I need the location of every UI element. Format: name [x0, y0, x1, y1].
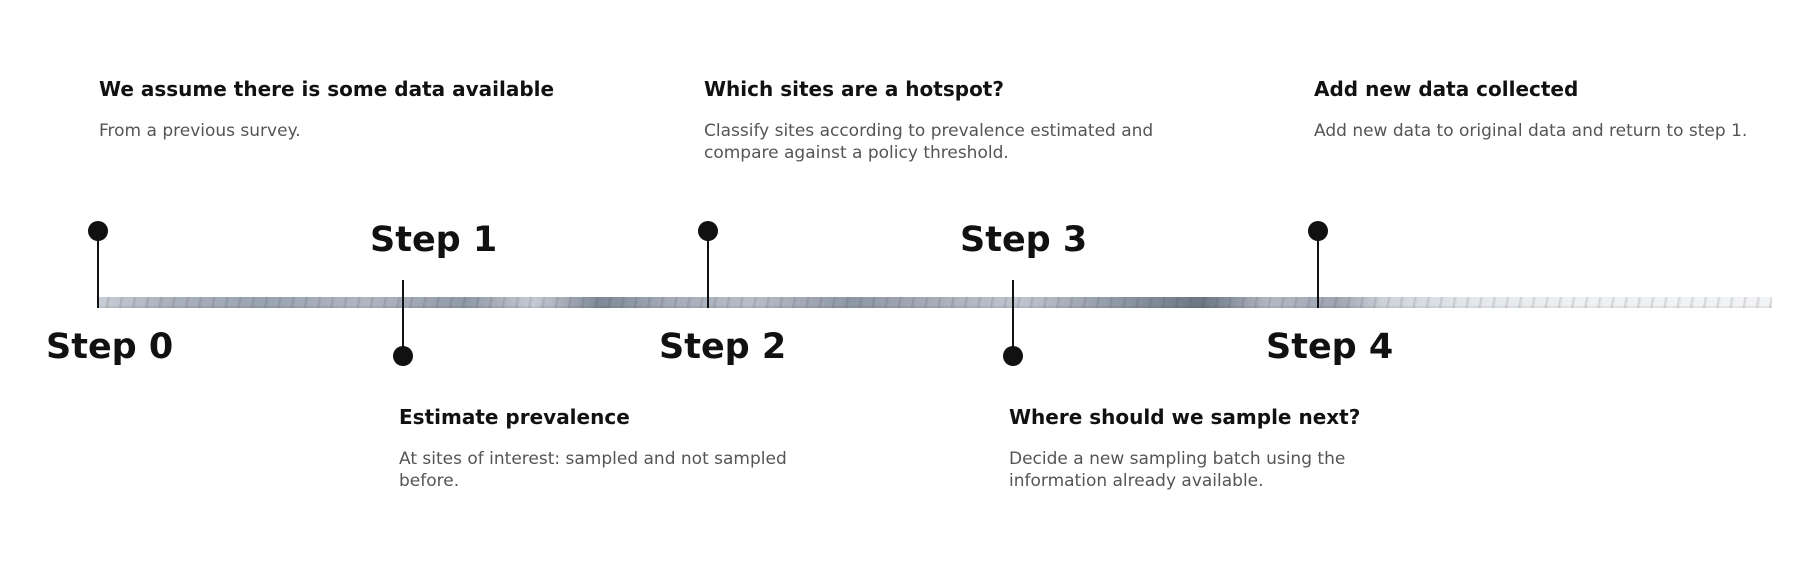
step-2-marker-dot — [698, 221, 718, 241]
step-3-description: Decide a new sampling batch using the in… — [1009, 449, 1346, 491]
step-3-marker-stem — [1012, 280, 1014, 356]
step-1-title: Estimate prevalence — [399, 405, 630, 429]
step-1-label: Step 1 — [370, 220, 498, 260]
step-1-card: Estimate prevalence At sites of interest… — [399, 404, 819, 492]
timeline-bar-texture — [98, 297, 1772, 308]
step-4-marker-dot — [1308, 221, 1328, 241]
step-2-label: Step 2 — [659, 327, 787, 367]
step-2-title: Which sites are a hotspot? — [704, 77, 1004, 101]
step-2-marker-stem — [707, 232, 709, 308]
step-4-description: Add new data to original data and return… — [1314, 121, 1748, 141]
step-3-card: Where should we sample next? Decide a ne… — [1009, 404, 1439, 492]
step-4-title: Add new data collected — [1314, 77, 1579, 101]
step-0-title: We assume there is some data available — [99, 77, 555, 101]
step-1-marker-stem — [402, 280, 404, 356]
step-2-card: Which sites are a hotspot? Classify site… — [704, 76, 1164, 164]
step-4-marker-stem — [1317, 232, 1319, 308]
step-0-marker-dot — [88, 221, 108, 241]
step-0-description: From a previous survey. — [99, 121, 301, 141]
step-2-description: Classify sites according to prevalence e… — [704, 121, 1154, 163]
step-3-marker-dot — [1003, 346, 1023, 366]
step-0-label: Step 0 — [46, 327, 174, 367]
step-3-title: Where should we sample next? — [1009, 405, 1361, 429]
step-4-card: Add new data collected Add new data to o… — [1314, 76, 1794, 142]
step-0-card: We assume there is some data available F… — [99, 76, 569, 142]
step-0-marker-stem — [97, 232, 99, 308]
step-1-marker-dot — [393, 346, 413, 366]
timeline-bar — [98, 297, 1772, 308]
step-1-description: At sites of interest: sampled and not sa… — [399, 449, 787, 491]
step-4-label: Step 4 — [1266, 327, 1394, 367]
step-3-label: Step 3 — [960, 220, 1088, 260]
